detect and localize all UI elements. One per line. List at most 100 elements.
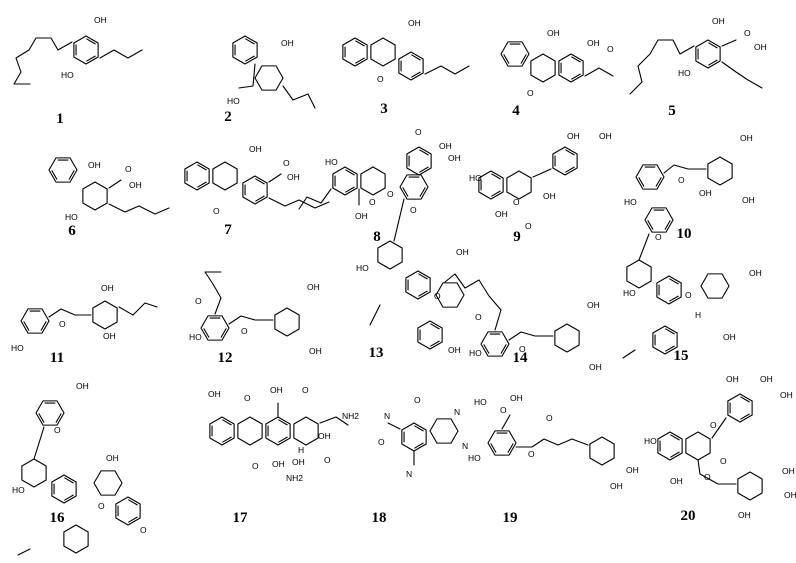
double-bond <box>418 290 428 297</box>
double-bond <box>86 55 96 62</box>
atom-label: OH <box>307 282 320 292</box>
ring-bond <box>727 393 753 423</box>
atom-label: OH <box>408 18 421 28</box>
atom-label: O <box>414 395 421 405</box>
atom-label: OH <box>510 393 523 403</box>
double-bond <box>665 328 675 335</box>
double-bond <box>345 186 355 193</box>
ring-bond <box>92 300 118 330</box>
double-bond <box>740 413 750 420</box>
atom-label: OH <box>309 346 322 356</box>
chain-bond <box>532 168 552 178</box>
atom-label: OH <box>287 172 300 182</box>
atom-label: OH <box>712 16 725 26</box>
ring-bond <box>500 41 530 67</box>
atom-label: O <box>528 449 535 459</box>
atom-label: OH <box>355 211 368 221</box>
compound-16-structure: OHOHOOHOOOH <box>12 381 147 563</box>
atom-label: OH <box>318 431 331 441</box>
atom-label: O <box>140 525 147 535</box>
chain-bond <box>298 188 332 210</box>
ring-bond <box>73 35 99 65</box>
atom-label: HO <box>61 70 74 80</box>
ring-bond <box>435 282 465 308</box>
atom-label: O <box>195 296 202 306</box>
atom-label: O <box>241 326 248 336</box>
atom-label: O <box>704 472 711 482</box>
atom-label: OH <box>760 374 773 384</box>
chain-bond <box>515 438 589 448</box>
atom-label: OH <box>699 188 712 198</box>
ring-bond <box>20 308 50 334</box>
atom-label: O <box>244 393 251 403</box>
double-bond <box>669 278 679 285</box>
atom-label: O <box>378 437 385 447</box>
double-bond <box>670 434 680 441</box>
ring-bond <box>398 51 424 81</box>
atom-label: N <box>454 407 460 417</box>
atom-label: HO <box>325 157 338 167</box>
double-bond <box>23 321 30 331</box>
chain-bond <box>17 548 31 556</box>
chain-bond <box>99 49 143 59</box>
compound-number-label: 9 <box>513 229 521 245</box>
compound-number-label: 1 <box>56 111 64 127</box>
atom-label: N <box>406 469 412 479</box>
atom-label: NH2 <box>342 411 359 421</box>
double-bond <box>571 73 581 80</box>
chain-bond <box>711 417 727 439</box>
atom-label: OH <box>88 160 101 170</box>
atom-label: OH <box>738 510 751 520</box>
atom-label: HO <box>189 332 202 342</box>
atom-label: OH <box>281 38 294 48</box>
chain-bond <box>282 85 316 109</box>
compound-number-label: 13 <box>368 345 384 361</box>
chain-bond <box>13 37 73 85</box>
double-bond <box>414 442 424 449</box>
chain-bond <box>663 164 707 174</box>
atom-label: OH <box>101 283 114 293</box>
atom-label: O <box>415 127 422 137</box>
double-bond <box>411 71 421 78</box>
atom-label: O <box>283 158 290 168</box>
double-bond <box>345 169 355 176</box>
ring-bond <box>293 416 319 446</box>
ring-bond <box>237 416 263 446</box>
atom-label: O <box>324 455 331 465</box>
double-bond <box>222 436 232 443</box>
compound-number-label: 20 <box>680 508 696 524</box>
ring-bond <box>48 157 78 183</box>
ring-bond <box>184 161 210 191</box>
chain-bond <box>444 273 502 331</box>
double-bond <box>500 344 507 354</box>
ring-bond <box>274 307 300 337</box>
atom-label: OH <box>208 389 221 399</box>
compound-number-label: 5 <box>668 103 676 119</box>
ring-bond <box>242 175 268 205</box>
atom-label: HO <box>644 436 657 446</box>
ring-bond <box>417 320 443 350</box>
double-bond <box>40 321 47 331</box>
atom-label: N <box>384 411 390 421</box>
atom-label: OH <box>103 331 116 341</box>
ring-bond <box>589 436 615 466</box>
ring-bond <box>232 35 258 65</box>
double-bond <box>708 59 718 66</box>
compound-number-label: 2 <box>224 109 232 125</box>
atom-label: OH <box>547 28 560 38</box>
ring-bond <box>82 181 108 211</box>
atom-label: O <box>607 44 614 54</box>
ring-bond <box>506 170 532 200</box>
double-bond <box>520 54 527 64</box>
atom-label: OH <box>456 247 469 257</box>
double-bond <box>255 195 265 202</box>
ring-bond <box>656 275 682 305</box>
ring-bond <box>21 458 47 488</box>
atom-label: HO <box>474 397 487 407</box>
double-bond <box>503 54 510 64</box>
atom-label: O <box>434 291 441 301</box>
